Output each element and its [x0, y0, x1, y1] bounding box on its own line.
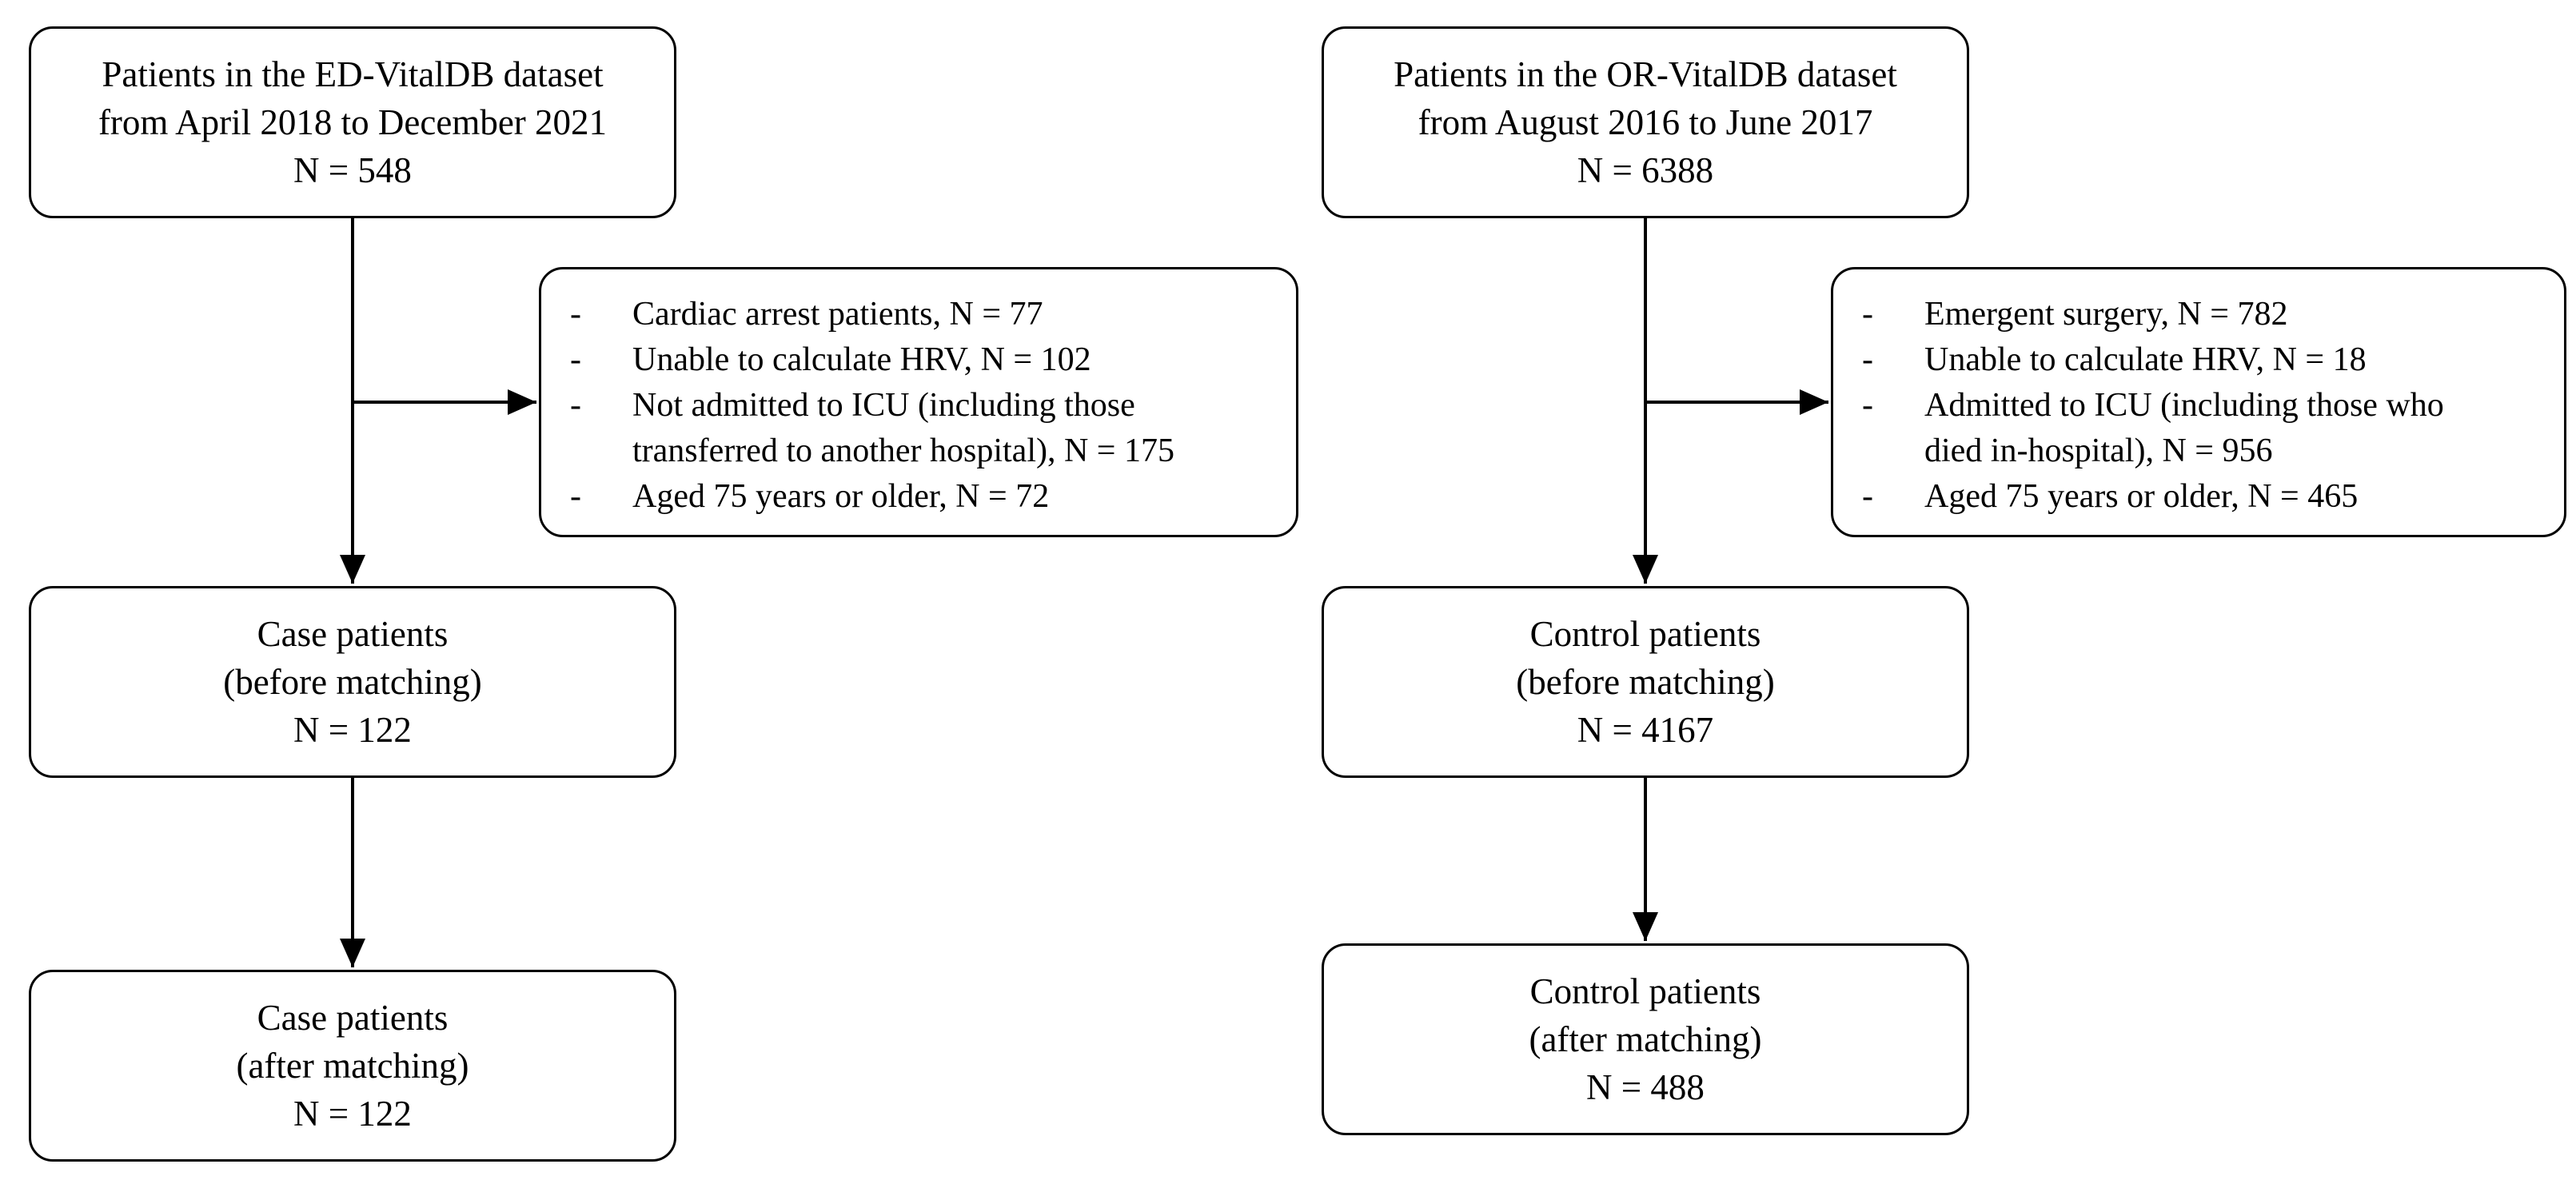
- box-line: Patients in the ED-VitalDB dataset: [102, 54, 604, 94]
- box-line: Patients in the OR-VitalDB dataset: [1394, 54, 1897, 94]
- box-line: N = 488: [1586, 1067, 1705, 1107]
- exclusion-item: - Admitted to ICU (including those who d…: [1833, 383, 2564, 474]
- box-line: Control patients: [1529, 971, 1761, 1011]
- bullet-dash: -: [570, 341, 581, 378]
- bullet-dash: -: [570, 387, 581, 424]
- exclusion-item: - Emergent surgery, N = 782: [1833, 292, 2564, 337]
- bullet-dash: -: [1862, 478, 1873, 515]
- case-patients-after-matching-box: Case patients (after matching) N = 122: [29, 970, 676, 1162]
- box-line: (after matching): [236, 1046, 469, 1086]
- box-line: N = 122: [293, 710, 412, 750]
- or-vitaldb-dataset-box: Patients in the OR-VitalDB dataset from …: [1322, 26, 1969, 218]
- bullet-dash: -: [1862, 387, 1873, 424]
- exclusion-text: Aged 75 years or older, N = 72: [632, 478, 1050, 515]
- exclusion-item: - Cardiac arrest patients, N = 77: [541, 292, 1296, 337]
- box-line: (after matching): [1529, 1019, 1762, 1059]
- box-line: from August 2016 to June 2017: [1418, 102, 1873, 142]
- box-line: Case patients: [257, 998, 449, 1038]
- box-line: (before matching): [1516, 662, 1775, 702]
- box-line: N = 548: [293, 150, 412, 190]
- box-line: from April 2018 to December 2021: [98, 102, 608, 142]
- box-line: (before matching): [223, 662, 482, 702]
- bullet-dash: -: [570, 296, 581, 333]
- exclusion-text: Unable to calculate HRV, N = 102: [632, 341, 1091, 378]
- exclusion-text: Emergent surgery, N = 782: [1924, 296, 2288, 333]
- exclusion-text: Unable to calculate HRV, N = 18: [1924, 341, 2367, 378]
- exclusion-text: died in-hospital), N = 956: [1924, 433, 2273, 469]
- or-exclusion-criteria-box: - Emergent surgery, N = 782 - Unable to …: [1831, 267, 2566, 537]
- box-line: N = 6388: [1577, 150, 1714, 190]
- bullet-dash: -: [1862, 341, 1873, 378]
- case-patients-before-matching-box: Case patients (before matching) N = 122: [29, 586, 676, 778]
- ed-exclusion-criteria-box: - Cardiac arrest patients, N = 77 - Unab…: [539, 267, 1298, 537]
- ed-vitaldb-dataset-box: Patients in the ED-VitalDB dataset from …: [29, 26, 676, 218]
- bullet-dash: -: [570, 478, 581, 515]
- exclusion-text: Cardiac arrest patients, N = 77: [632, 296, 1043, 333]
- exclusion-item: - Unable to calculate HRV, N = 18: [1833, 337, 2564, 383]
- exclusion-item: - Not admitted to ICU (including those t…: [541, 383, 1296, 474]
- control-patients-after-matching-box: Control patients (after matching) N = 48…: [1322, 943, 1969, 1135]
- exclusion-text: Admitted to ICU (including those who: [1924, 387, 2444, 424]
- box-line: Control patients: [1529, 614, 1761, 654]
- exclusion-text: Not admitted to ICU (including those: [632, 387, 1135, 424]
- box-line: N = 4167: [1577, 710, 1714, 750]
- exclusion-item: - Aged 75 years or older, N = 465: [1833, 474, 2564, 520]
- exclusion-text: Aged 75 years or older, N = 465: [1924, 478, 2359, 515]
- exclusion-item: - Aged 75 years or older, N = 72: [541, 474, 1296, 520]
- box-line: N = 122: [293, 1094, 412, 1134]
- exclusion-text: transferred to another hospital), N = 17…: [632, 433, 1174, 469]
- box-line: Case patients: [257, 614, 449, 654]
- bullet-dash: -: [1862, 296, 1873, 333]
- exclusion-item: - Unable to calculate HRV, N = 102: [541, 337, 1296, 383]
- control-patients-before-matching-box: Control patients (before matching) N = 4…: [1322, 586, 1969, 778]
